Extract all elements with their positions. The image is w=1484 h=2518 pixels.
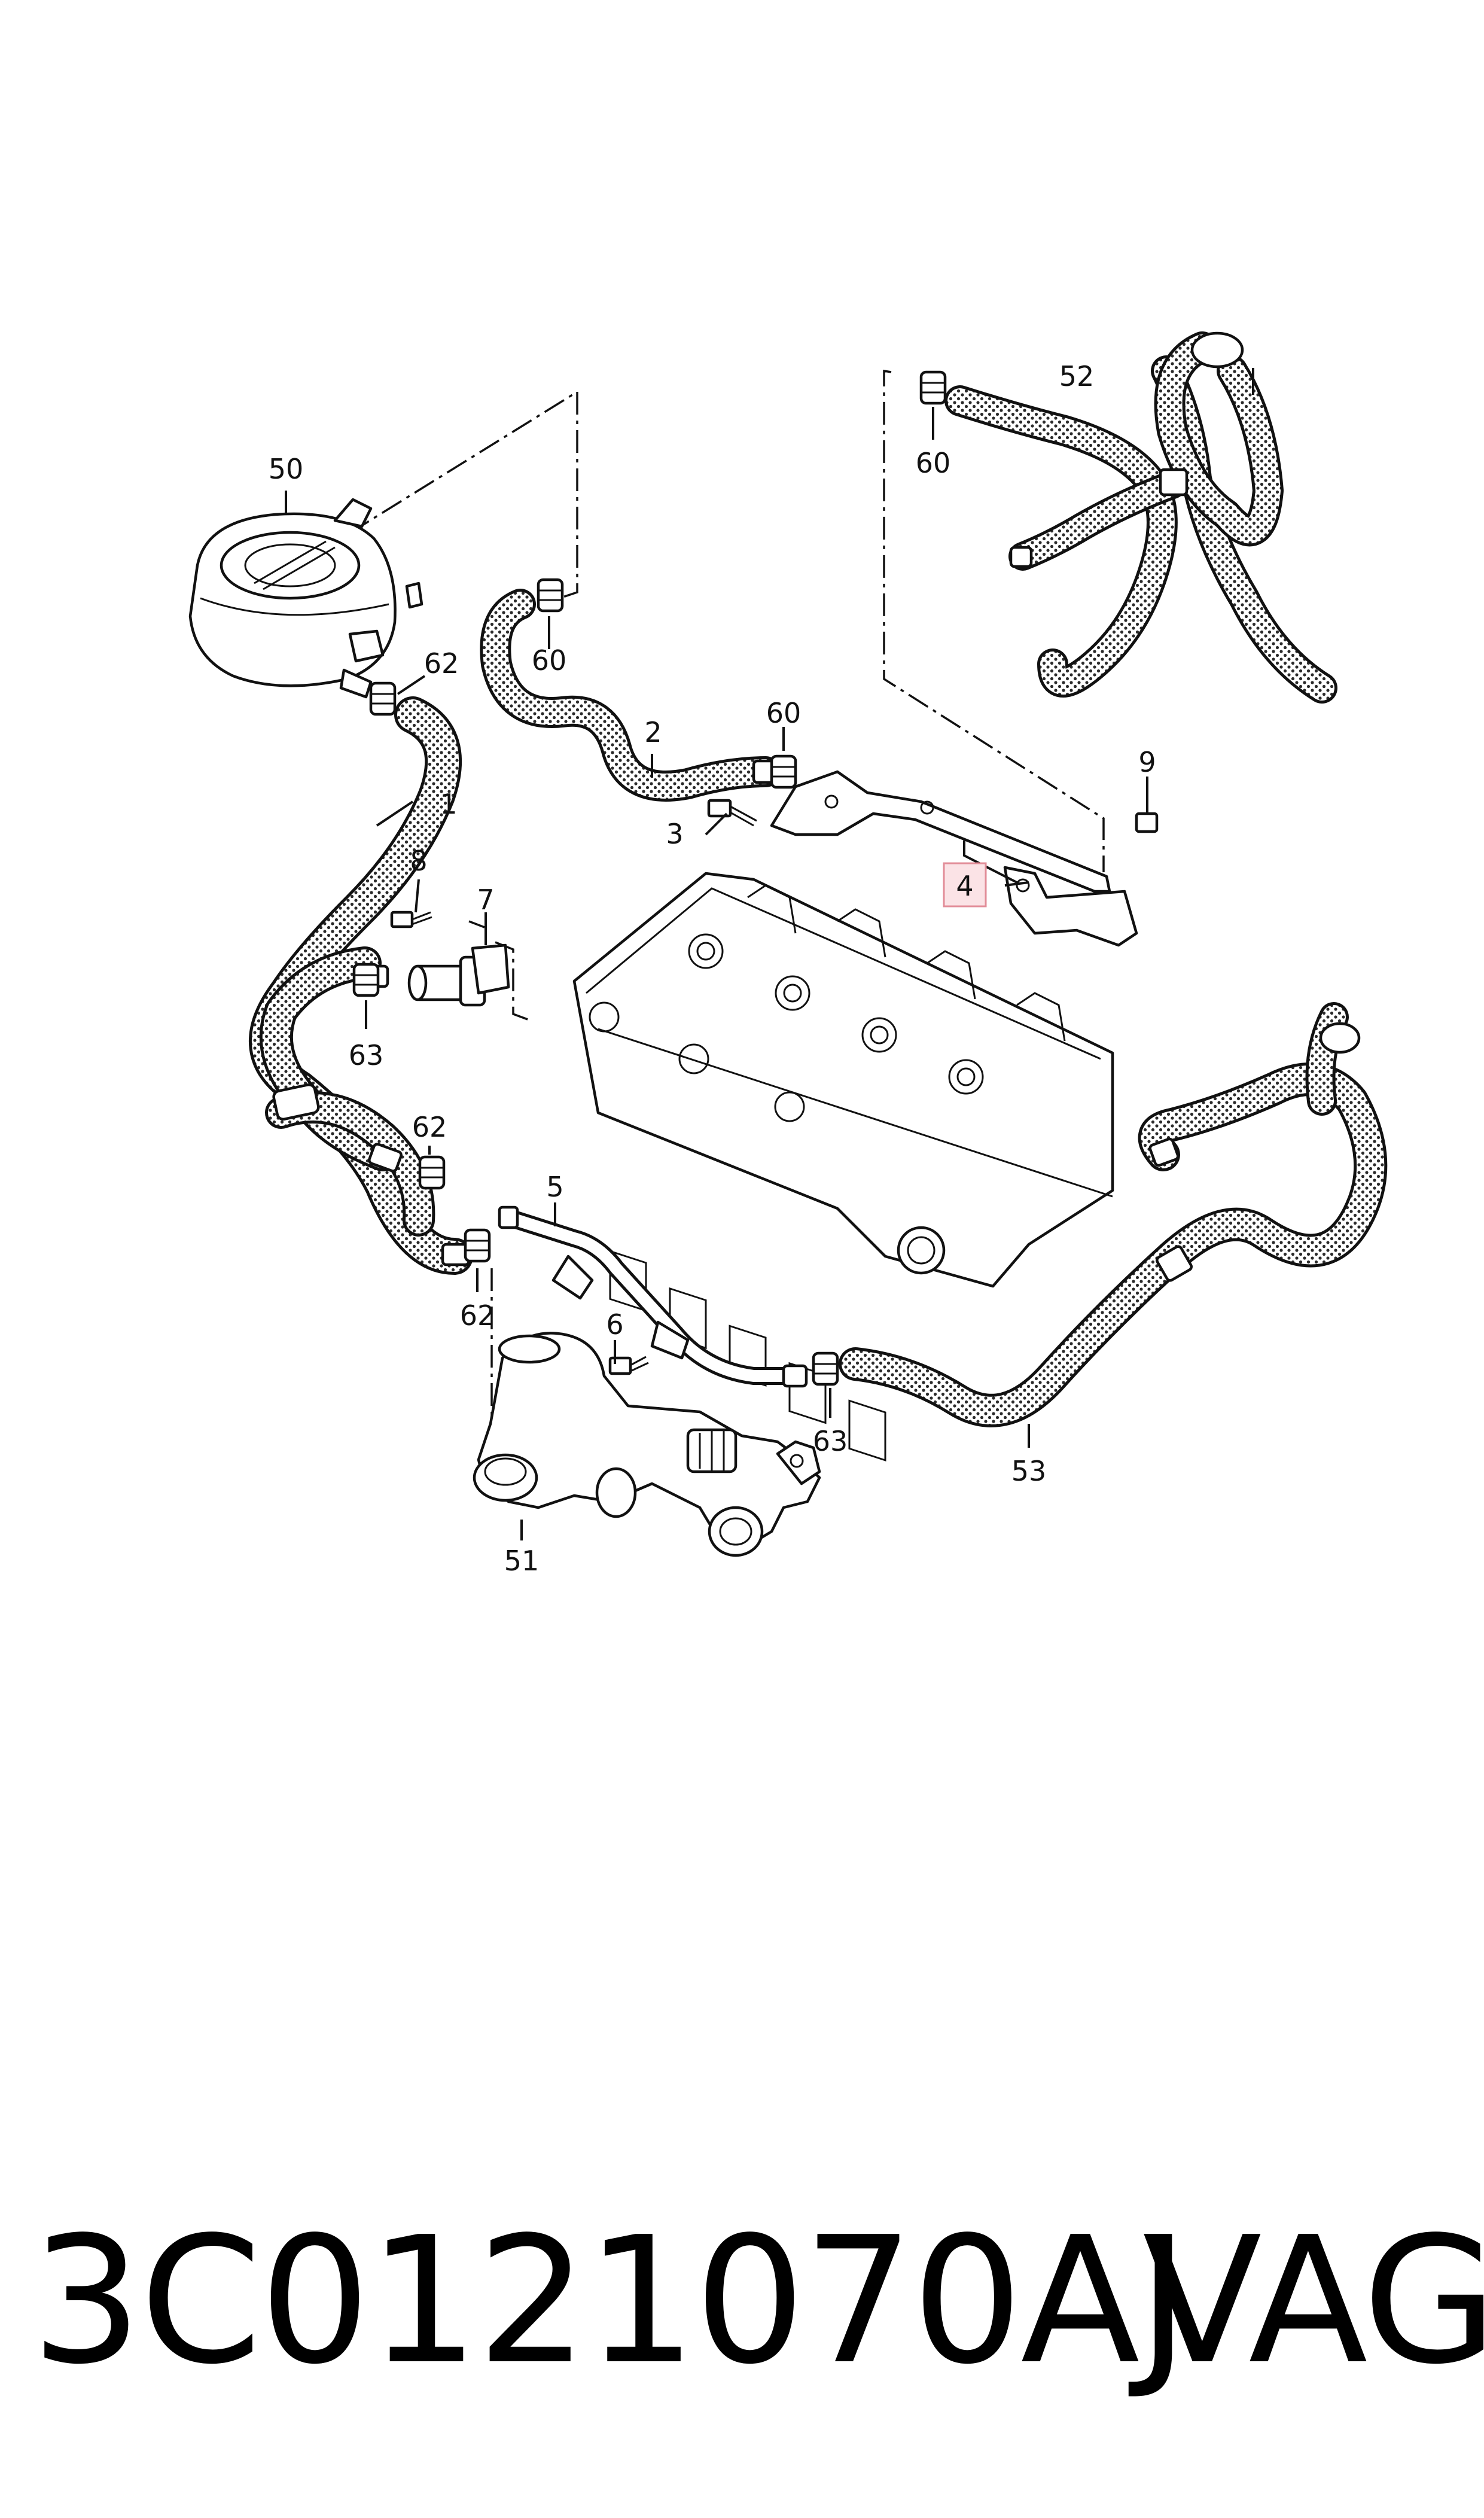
- part-number: 3C0121070AJ: [31, 2199, 1189, 2403]
- footer: 3C0121070AJ VAG: [0, 2213, 1484, 2453]
- callout-1: 1: [440, 788, 457, 820]
- callout-5: 5: [546, 1171, 563, 1203]
- callout-8: 8: [410, 845, 427, 877]
- callout-51: 51: [504, 1545, 540, 1577]
- leader-lines: [285, 368, 1254, 1540]
- callout-60-middle: 60: [532, 644, 567, 677]
- clamp-60-pipe: [772, 756, 796, 787]
- callout-4-highlight[interactable]: 4: [943, 862, 987, 908]
- cylinder-head: [572, 872, 1114, 1462]
- callout-62-tank: 62: [424, 647, 459, 680]
- callout-63-left: 63: [349, 1039, 384, 1071]
- bolt-8: [390, 911, 432, 928]
- callout-60-pipe: 60: [766, 697, 802, 729]
- callout-62-lower: 62: [460, 1299, 495, 1332]
- callout-63-lower: 63: [813, 1425, 848, 1457]
- clamp-62-mid: [420, 1157, 444, 1188]
- pipe-bracket-4: [770, 770, 1138, 947]
- brand-name: VAG: [1142, 2199, 1484, 2403]
- callout-6: 6: [606, 1308, 623, 1341]
- callout-50: 50: [269, 453, 304, 485]
- clamp-62-lower: [465, 1230, 489, 1261]
- clamp-63-left: [354, 964, 378, 995]
- callout-60-upper-right: 60: [916, 447, 951, 479]
- clamp-63-lower: [813, 1353, 837, 1384]
- connector-7: [407, 943, 510, 1007]
- callout-9: 9: [1138, 746, 1156, 778]
- callout-labels: 50 52 60 60 60 62 2 1 3 9 8 7 63 62 5 62…: [269, 360, 1156, 1577]
- hose-53: [839, 1002, 1388, 1427]
- clamp-60-middle: [538, 580, 562, 611]
- coolant-pipe-5: [498, 1205, 808, 1388]
- thermostat-housing-51: [473, 1332, 821, 1557]
- hose-1: [249, 696, 473, 1275]
- callout-3: 3: [666, 818, 683, 850]
- callout-2: 2: [644, 716, 662, 748]
- callout-62-mid: 62: [412, 1111, 447, 1143]
- hose-2: [480, 589, 781, 802]
- hose-52: [944, 331, 1337, 704]
- clamp-62-tank: [371, 683, 395, 714]
- expansion-tank: [188, 498, 423, 699]
- callout-7: 7: [477, 884, 494, 916]
- callout-52: 52: [1059, 360, 1095, 392]
- callout-4: 4: [956, 870, 973, 902]
- clamp-60-upper-right: [921, 372, 945, 403]
- nut-9: [1135, 812, 1159, 833]
- callout-53: 53: [1011, 1455, 1047, 1487]
- bolt-3: [707, 799, 757, 827]
